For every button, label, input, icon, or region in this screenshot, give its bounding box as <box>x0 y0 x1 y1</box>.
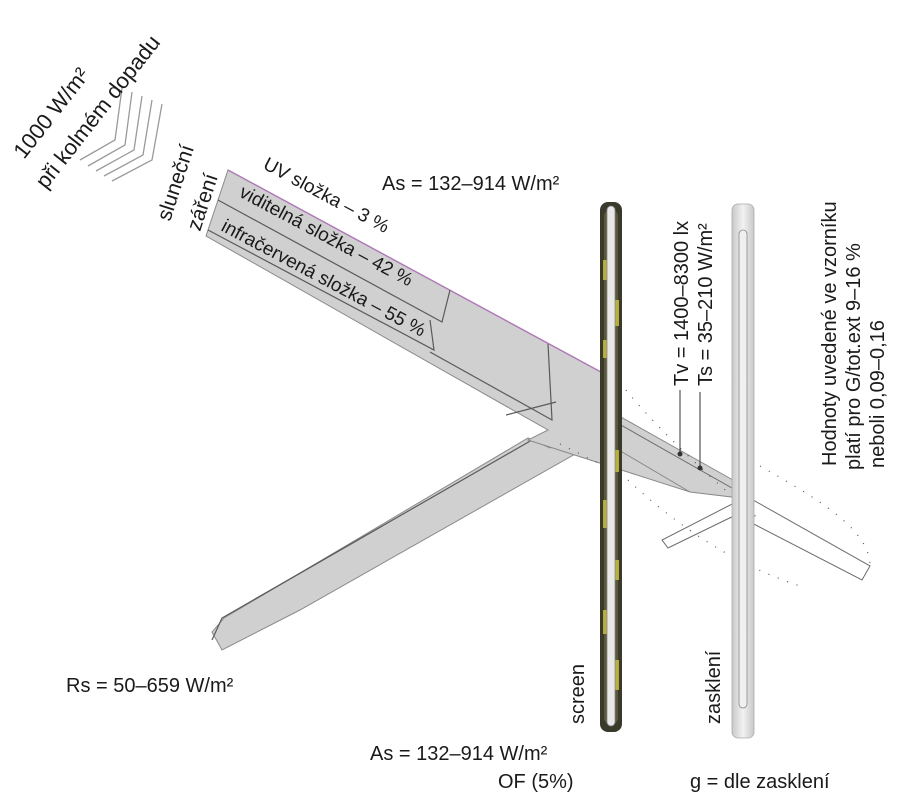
openness-factor-label: OF (5%) <box>498 771 574 793</box>
absorbed-screen-label: As = 132–914 W/m² <box>382 173 560 195</box>
note-line2: platí pro G/tot.ext 9–16 % <box>843 243 865 470</box>
g-value-label: g = dle zasklení <box>690 771 830 793</box>
note-line3: neboli 0,09–0,16 <box>867 320 889 468</box>
ts-label: Ts = 35–210 W/m² <box>695 223 717 386</box>
screen-label: screen <box>567 664 589 724</box>
glazing-label: zasklení <box>703 650 725 724</box>
incoming-chevrons <box>79 87 163 182</box>
tv-ts-leaders <box>677 390 703 471</box>
screen-element <box>600 202 622 732</box>
bottom-absorbed-label: As = 132–914 W/m² <box>370 743 548 765</box>
reflected-label: Rs = 50–659 W/m² <box>66 675 234 697</box>
tv-label: Tv = 1400–8300 lx <box>671 221 693 386</box>
reflected-beam <box>211 417 615 651</box>
note-line1: Hodnoty uvedené ve vzorníku <box>819 201 841 466</box>
glazing-element <box>731 203 755 739</box>
